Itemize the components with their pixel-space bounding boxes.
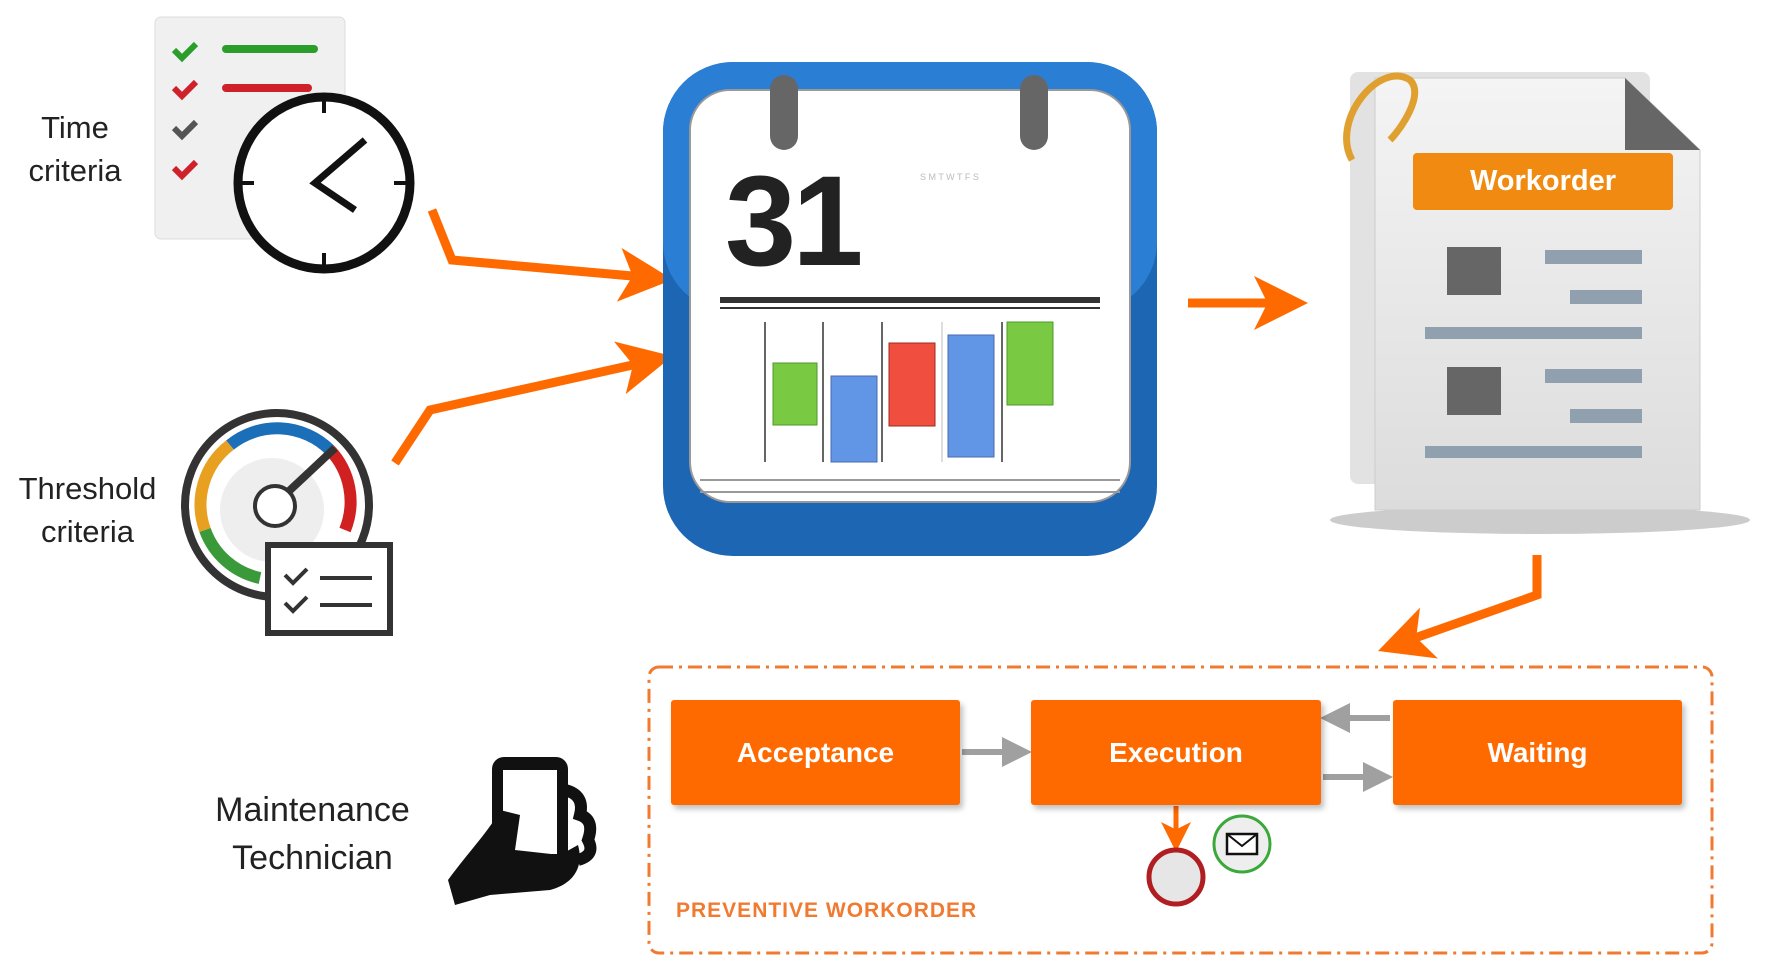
workorder-to-process-arrow [1378, 555, 1542, 659]
threshold-criteria-icon [181, 409, 393, 636]
preventive-workorder-container [647, 665, 1714, 955]
svg-text:S M T W T F S: S M T W T F S [920, 172, 979, 182]
end-event-icon [1146, 847, 1206, 907]
state-execution[interactable]: Execution [1031, 700, 1321, 805]
bar-blue-2 [947, 334, 995, 458]
workorder-document-icon [1330, 72, 1750, 534]
state-waiting[interactable]: Waiting [1393, 700, 1682, 805]
label-line: Time [41, 110, 109, 145]
time-criteria-icon [154, 16, 415, 274]
label-line: Threshold [18, 471, 157, 506]
threshold-criteria-label: Threshold criteria [0, 467, 175, 553]
bar-green-1 [772, 362, 818, 426]
mobile-phone-hand-icon [448, 757, 597, 905]
bar-red [888, 342, 936, 427]
bar-blue-1 [830, 375, 878, 463]
workorder-label: Workorder [1413, 153, 1673, 210]
time-criteria-label: Time criteria [10, 106, 140, 192]
calendar-icon: S M T W T F S [663, 62, 1157, 556]
label-line: Maintenance [215, 791, 410, 829]
time-arrow [427, 208, 673, 302]
state-acceptance[interactable]: Acceptance [671, 700, 960, 805]
message-event-icon [1212, 814, 1272, 874]
maintenance-technician-label: Maintenance Technician [190, 786, 435, 882]
calendar-day-number: 31 [725, 150, 863, 293]
bar-green-2 [1006, 321, 1054, 406]
process-title: PREVENTIVE WORKORDER [676, 899, 978, 922]
threshold-arrow [391, 341, 673, 466]
label-line: criteria [40, 514, 134, 549]
label-line: Technician [232, 839, 393, 877]
label-line: criteria [28, 153, 122, 188]
